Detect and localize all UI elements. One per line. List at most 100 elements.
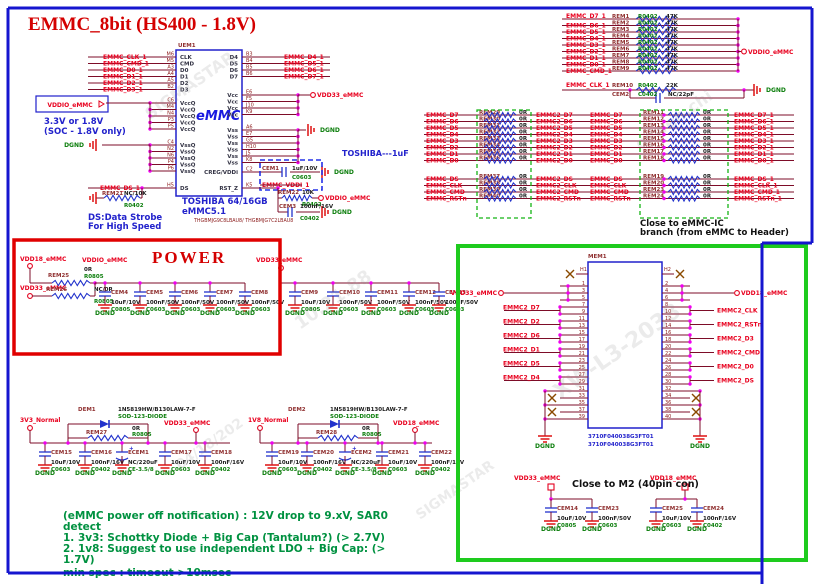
creg-cap-callout-box [259, 159, 323, 191]
power-terminal-icon [498, 290, 504, 296]
gnd-label: DGND [95, 310, 115, 317]
junction-dot [423, 441, 427, 445]
res-value: 0R [519, 174, 528, 180]
pin-name: Vss [227, 154, 239, 160]
res-refdes: REM34 [479, 143, 500, 149]
res-footprint: R0402 [638, 60, 658, 66]
toshiba-part-number: THGBMJG9C8LBAU8/ THGBMJG7C2LBAU8 [193, 218, 293, 224]
pin-name: VssQ [180, 163, 196, 169]
pin-number: H2 [664, 267, 671, 273]
pin-number: 36 [665, 400, 671, 406]
pin-number: P6 [168, 166, 174, 172]
gnd-label: DGND [262, 470, 282, 477]
net-label: VDDIO_eMMC [748, 49, 794, 56]
pin-number: N6 [167, 153, 174, 159]
pin-number: K9 [246, 109, 252, 115]
junction-dot [331, 281, 335, 285]
junction-dot [688, 319, 692, 323]
cap-refdes: CEM7 [216, 290, 233, 296]
cap-refdes: CEM20 [313, 450, 334, 456]
toshiba-part-note: eMMC5.1 [182, 207, 226, 217]
net-label: VDDIO_eMMC [82, 257, 128, 264]
cap-value: 100nF/50V [339, 300, 373, 306]
res-value: 47K [666, 66, 679, 72]
pin-number: K8 [246, 157, 252, 163]
net-label: EMMC_D0_1 [734, 158, 774, 165]
resistor-symbol [483, 156, 517, 165]
net-label: EMMC_D4_1 [284, 54, 324, 61]
gnd-label: DGND [130, 310, 150, 317]
cap-refdes: CEM13 [445, 290, 466, 296]
pin-name: VccQ [180, 121, 196, 127]
pin-number: 24 [665, 358, 671, 364]
net-label: EMMC_D3_1 [103, 87, 143, 94]
net-label: EMMC_CLK [590, 183, 627, 190]
cap-footprint: C0402 [300, 216, 320, 222]
pin-number: 8 [665, 302, 668, 308]
net-label: VDD33_eMMC [317, 92, 364, 99]
res-refdes: REM5 [612, 40, 629, 46]
pin-number: 2 [665, 281, 668, 287]
pin-number: P4 [168, 159, 174, 165]
cap-refdes: CEM10 [339, 290, 360, 296]
pin-name: VccQ [180, 127, 196, 133]
cap-footprint: C0603 [662, 523, 682, 529]
wire [547, 393, 557, 403]
pin-number: 4 [665, 288, 668, 294]
junction-dot [680, 284, 684, 288]
junction-dot [558, 382, 562, 386]
resistor-symbol [667, 130, 701, 139]
cap-value: 100nF/50V [377, 300, 411, 306]
cap-refdes: CEM11 [377, 290, 398, 296]
junction-dot [688, 375, 692, 379]
res-footprint: R0402 [638, 40, 658, 46]
junction-dot [558, 354, 562, 358]
net-label: EMMC_D2 [590, 145, 623, 152]
net-label: 1V8_Normal [248, 417, 288, 424]
net-label: EMMC_D2_1 [103, 80, 143, 87]
res-refdes: REM1 [612, 14, 629, 20]
pin-number: 25 [579, 365, 585, 371]
junction-dot [566, 291, 570, 295]
net-label: EMMC2_D5 [503, 361, 540, 368]
resistor-symbol [667, 181, 701, 190]
net-label: VDDIO_eMMC [325, 195, 371, 202]
gnd-label: DGND [766, 87, 786, 94]
net-label: EMMC_D0_1 [103, 67, 143, 74]
net-label: EMMC_D4_1 [734, 132, 774, 139]
net-label: EMMC_CMD [590, 189, 629, 196]
series-res-group-box [639, 109, 729, 219]
cap-value: 100nF/16V [91, 460, 125, 466]
cap-refdes: CEM5 [146, 290, 163, 296]
cap-value: 100nF/50V [251, 300, 285, 306]
cap-refdes: CEM16 [91, 450, 112, 456]
junction-dot [194, 441, 198, 445]
net-label: EMMC2_D4 [536, 132, 573, 139]
net-label: EMMC_D1 [590, 151, 623, 158]
power-terminal-icon [734, 290, 740, 296]
toshiba-part-note: TOSHIBA 64/16GB [182, 197, 268, 207]
res-value: 47K [666, 40, 679, 46]
junction-dot [662, 119, 666, 124]
junction-dot [343, 441, 347, 445]
net-label: EMMC_D5_1 [734, 125, 774, 132]
cap-footprint: C0402 [703, 523, 723, 529]
junction-dot [662, 145, 666, 150]
pin-number: B4 [246, 58, 253, 64]
junction-dot [688, 347, 692, 351]
cap-value: 100nF/16V [300, 204, 334, 210]
resistor-symbol [483, 143, 517, 152]
res-refdes: REM27 [86, 430, 107, 436]
res-value: 0R [703, 174, 712, 180]
pin-number: 10 [665, 309, 671, 315]
res-value: 0R [703, 117, 712, 123]
pin-number: 40 [665, 414, 671, 420]
pin-name: CREG/VDDi [204, 170, 238, 176]
resistor-symbol [635, 15, 677, 23]
gnd-label: DGND [372, 470, 392, 477]
net-label: EMMC_DS [590, 176, 623, 183]
res-value: 0R [519, 143, 528, 149]
cap-footprint: C0805 [557, 523, 577, 529]
res-refdes: REM20 [643, 181, 664, 187]
net-label: EMMC_RSTn_1 [734, 196, 782, 203]
